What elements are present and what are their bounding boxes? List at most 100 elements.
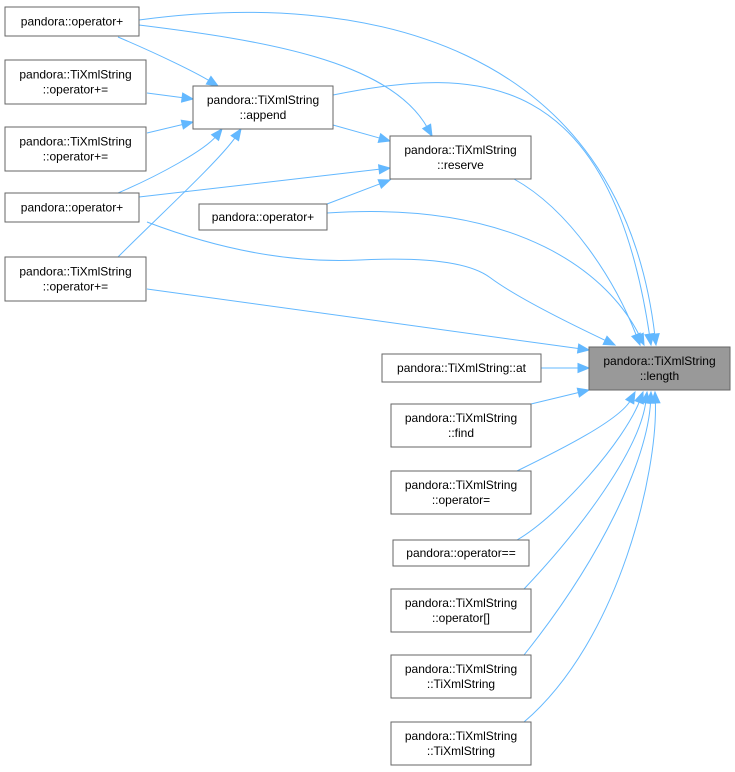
edge-op_plus_3-to-length — [326, 211, 645, 347]
edge-arrowhead — [602, 335, 617, 346]
edge-arrowhead — [650, 390, 661, 404]
node-label-line: ::TiXmlString — [427, 677, 495, 691]
caller-node-op_plus_1[interactable]: pandora::operator+ — [4, 6, 140, 37]
node-box — [4, 126, 147, 172]
edge-line — [523, 400, 647, 590]
edge-line — [138, 11, 656, 337]
caller-node-op_pluseq_2[interactable]: pandora::TiXmlString::operator+= — [4, 126, 147, 172]
edge-line — [117, 36, 211, 82]
node-label-line: ::operator= — [432, 493, 490, 507]
edge-op_assign-to-length — [516, 390, 636, 472]
caller-node-append[interactable]: pandora::TiXmlString::append — [192, 85, 334, 130]
edge-op_plus_2-to-reserve — [138, 164, 392, 198]
node-label-line: ::TiXmlString — [427, 744, 495, 758]
edge-arrowhead — [377, 132, 392, 143]
node-label-line: ::operator+= — [43, 280, 108, 294]
edge-arrowhead — [180, 92, 195, 103]
node-box — [389, 135, 532, 180]
node-label-line: pandora::TiXmlString — [405, 411, 517, 425]
node-box — [198, 203, 328, 231]
edge-arrowhead — [210, 127, 223, 142]
node-label-line: pandora::operator== — [406, 546, 515, 560]
node-box — [588, 346, 731, 391]
caller-node-op_assign[interactable]: pandora::TiXmlString::operator= — [390, 470, 532, 515]
node-box — [4, 6, 140, 37]
edge-line — [516, 400, 641, 541]
caller-node-find[interactable]: pandora::TiXmlString::find — [390, 403, 532, 448]
edge-line — [117, 135, 217, 194]
caller-node-op_index[interactable]: pandora::TiXmlString::operator[] — [390, 588, 532, 633]
node-label-line: pandora::TiXmlString — [19, 135, 131, 149]
node-label-line: ::reserve — [437, 158, 484, 172]
node-box — [4, 256, 147, 302]
edge-line — [513, 178, 638, 337]
edge-arrowhead — [576, 387, 591, 398]
edges-layer — [117, 11, 661, 723]
edge-line — [146, 288, 581, 350]
edge-line — [332, 82, 651, 337]
edge-line — [523, 400, 652, 656]
edge-arrowhead — [421, 123, 433, 138]
node-label-line: pandora::TiXmlString — [405, 729, 517, 743]
edge-line — [146, 123, 185, 134]
edge-arrowhead — [634, 332, 645, 347]
edge-line — [146, 221, 608, 342]
node-label-line: pandora::operator+ — [212, 210, 314, 224]
edge-line — [138, 24, 429, 129]
node-box — [390, 588, 532, 633]
node-box — [390, 654, 532, 699]
node-box — [4, 59, 147, 105]
node-label-line: pandora::operator+ — [21, 201, 123, 215]
edge-at-to-length — [541, 362, 591, 374]
node-label-line: pandora::TiXmlString — [19, 265, 131, 279]
caller-node-op_eqeq[interactable]: pandora::operator== — [392, 539, 530, 567]
edge-line — [326, 211, 641, 338]
node-label-line: pandora::TiXmlString — [405, 596, 517, 610]
node-box — [192, 85, 334, 130]
caller-node-at[interactable]: pandora::TiXmlString::at — [381, 353, 542, 383]
edge-op_pluseq_3-to-append — [117, 127, 242, 258]
caller-node-ctor_1[interactable]: pandora::TiXmlString::TiXmlString — [390, 654, 532, 699]
edge-arrowhead — [205, 75, 220, 87]
edge-op_eqeq-to-length — [516, 390, 644, 541]
edge-op_pluseq_1-to-append — [146, 92, 195, 103]
node-box — [381, 353, 542, 383]
edge-line — [516, 399, 632, 472]
caller-node-op_pluseq_3[interactable]: pandora::TiXmlString::operator+= — [4, 256, 147, 302]
node-label-line: pandora::TiXmlString — [207, 93, 319, 107]
caller-node-ctor_2[interactable]: pandora::TiXmlString::TiXmlString — [390, 721, 532, 766]
edge-op_index-to-length — [523, 390, 651, 590]
edge-line — [326, 182, 382, 205]
node-label-line: ::operator+= — [43, 150, 108, 164]
edge-op_plus_2-to-append — [117, 127, 223, 194]
edge-op_pluseq_3-to-length — [146, 288, 591, 354]
edge-arrowhead — [576, 343, 591, 354]
edge-op_plus_1-to-reserve — [138, 24, 433, 138]
edge-arrowhead — [577, 362, 591, 374]
caller-node-op_plus_2[interactable]: pandora::operator+ — [4, 192, 140, 223]
edge-ctor_1-to-length — [523, 390, 656, 656]
edge-arrowhead — [230, 127, 242, 142]
edge-arrowhead — [644, 332, 655, 347]
edge-arrowhead — [377, 179, 392, 189]
edge-append-to-reserve — [332, 124, 392, 143]
edge-arrowhead — [180, 119, 195, 130]
edge-find-to-length — [530, 387, 591, 405]
edge-line — [117, 136, 237, 258]
edge-line — [146, 92, 185, 99]
caller-node-reserve[interactable]: pandora::TiXmlString::reserve — [389, 135, 532, 180]
caller-node-op_plus_3[interactable]: pandora::operator+ — [198, 203, 328, 231]
edge-arrowhead — [624, 390, 636, 405]
node-box — [390, 721, 532, 766]
target-node-length[interactable]: pandora::TiXmlString::length — [588, 346, 731, 391]
node-label-line: pandora::operator+ — [21, 15, 123, 29]
node-box — [4, 192, 140, 223]
edge-op_plus_2-to-length — [146, 221, 617, 346]
node-label-line: pandora::TiXmlString — [603, 354, 715, 368]
edge-line — [530, 391, 581, 405]
caller-node-op_pluseq_1[interactable]: pandora::TiXmlString::operator+= — [4, 59, 147, 105]
edge-arrowhead — [377, 164, 392, 175]
node-label-line: pandora::TiXmlString — [404, 143, 516, 157]
node-label-line: ::operator[] — [432, 611, 490, 625]
